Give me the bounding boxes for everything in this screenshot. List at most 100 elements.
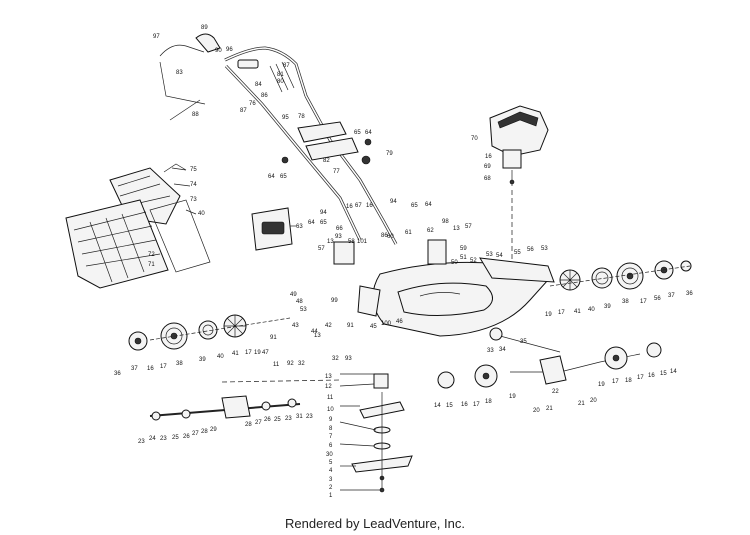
- label-17-g: 17: [637, 375, 644, 381]
- label-38-b: 38: [176, 361, 183, 367]
- label-7: 7: [329, 434, 333, 440]
- label-21-b: 21: [578, 401, 585, 407]
- label-34: 34: [499, 347, 506, 353]
- label-70: 70: [471, 136, 478, 142]
- label-18: 18: [485, 399, 492, 405]
- label-62: 62: [427, 228, 434, 234]
- label-54: 54: [496, 253, 503, 259]
- label-57: 57: [465, 224, 472, 230]
- label-8: 8: [329, 426, 333, 432]
- label-64-b: 64: [268, 174, 275, 180]
- label-55: 55: [514, 250, 521, 256]
- label-19-d: 19: [598, 382, 605, 388]
- label-63: 63: [296, 224, 303, 230]
- label-15-b: 15: [660, 371, 667, 377]
- blade-stack: [351, 373, 413, 493]
- label-35: 35: [520, 339, 527, 345]
- label-66: 66: [336, 226, 343, 232]
- label-39: 39: [604, 304, 611, 310]
- label-68: 68: [484, 176, 491, 182]
- label-3: 3: [329, 477, 333, 483]
- label-42: 42: [325, 323, 332, 329]
- label-5: 5: [329, 460, 333, 466]
- label-19: 19: [545, 312, 552, 318]
- label-93-b: 93: [345, 356, 352, 362]
- label-26: 26: [183, 434, 190, 440]
- label-40-b: 40: [588, 307, 595, 313]
- label-36: 36: [686, 291, 693, 297]
- label-11-b: 11: [327, 395, 334, 401]
- label-23-c: 23: [285, 416, 292, 422]
- label-97: 97: [153, 34, 160, 40]
- label-82: 82: [323, 158, 330, 164]
- label-2: 2: [329, 485, 333, 491]
- label-60: 60: [387, 234, 394, 240]
- label-17-f: 17: [612, 379, 619, 385]
- label-23-b: 23: [160, 436, 167, 442]
- label-13-b: 13: [453, 226, 460, 232]
- label-41: 41: [574, 309, 581, 315]
- label-53: 53: [486, 252, 493, 258]
- label-25: 25: [172, 435, 179, 441]
- label-78: 78: [298, 114, 305, 120]
- label-12: 12: [325, 384, 332, 390]
- label-17: 17: [558, 310, 565, 316]
- label-64-c: 64: [425, 202, 432, 208]
- label-65-b: 65: [280, 174, 287, 180]
- label-24: 24: [149, 436, 156, 442]
- label-41-b: 41: [232, 351, 239, 357]
- label-36-b: 36: [114, 371, 121, 377]
- label-65-d: 65: [320, 220, 327, 226]
- label-86-b: 86: [381, 233, 388, 239]
- label-57-b: 57: [318, 246, 325, 252]
- label-13-d: 13: [325, 374, 332, 380]
- label-43: 43: [292, 323, 299, 329]
- label-53-c: 53: [300, 307, 307, 313]
- label-6: 6: [329, 443, 333, 449]
- label-56-b: 56: [654, 296, 661, 302]
- label-89: 89: [201, 25, 208, 31]
- label-38: 38: [622, 299, 629, 305]
- label-40: 40: [198, 211, 205, 217]
- label-92: 92: [287, 361, 294, 367]
- label-30: 30: [326, 452, 333, 458]
- label-74: 74: [190, 182, 197, 188]
- label-17-c: 17: [160, 364, 167, 370]
- label-44: 44: [311, 329, 318, 335]
- label-28: 28: [201, 429, 208, 435]
- label-73: 73: [190, 197, 197, 203]
- label-4: 4: [329, 468, 333, 474]
- label-17-e: 17: [473, 402, 480, 408]
- label-19-b: 19: [254, 350, 261, 356]
- handle-assembly: [159, 33, 398, 245]
- label-9: 9: [329, 417, 333, 423]
- label-91: 91: [270, 335, 277, 341]
- label-13: 13: [327, 239, 334, 245]
- label-39-b: 39: [199, 357, 206, 363]
- label-27: 27: [192, 431, 199, 437]
- label-83: 83: [176, 70, 183, 76]
- label-86: 86: [261, 93, 268, 99]
- label-16-c: 16: [366, 203, 373, 209]
- label-65: 65: [354, 130, 361, 136]
- label-40-c: 40: [217, 354, 224, 360]
- label-23: 23: [138, 439, 145, 445]
- label-72: 72: [148, 252, 155, 258]
- label-87: 87: [283, 63, 290, 69]
- label-13-c: 13: [314, 333, 321, 339]
- label-101: 101: [357, 239, 368, 245]
- label-52: 52: [470, 258, 477, 264]
- label-81: 81: [277, 72, 284, 78]
- footer-credit: Rendered by LeadVenture, Inc.: [285, 516, 465, 531]
- front-axle-assembly: [149, 379, 341, 421]
- label-31: 31: [296, 414, 303, 420]
- label-1: 1: [329, 493, 333, 499]
- label-46: 46: [396, 319, 403, 325]
- label-21: 21: [546, 406, 553, 412]
- label-90: 90: [215, 48, 222, 54]
- label-32: 32: [298, 361, 305, 367]
- label-28-b: 28: [245, 422, 252, 428]
- label-56: 56: [527, 247, 534, 253]
- label-80: 80: [277, 79, 284, 85]
- label-71: 71: [148, 262, 155, 268]
